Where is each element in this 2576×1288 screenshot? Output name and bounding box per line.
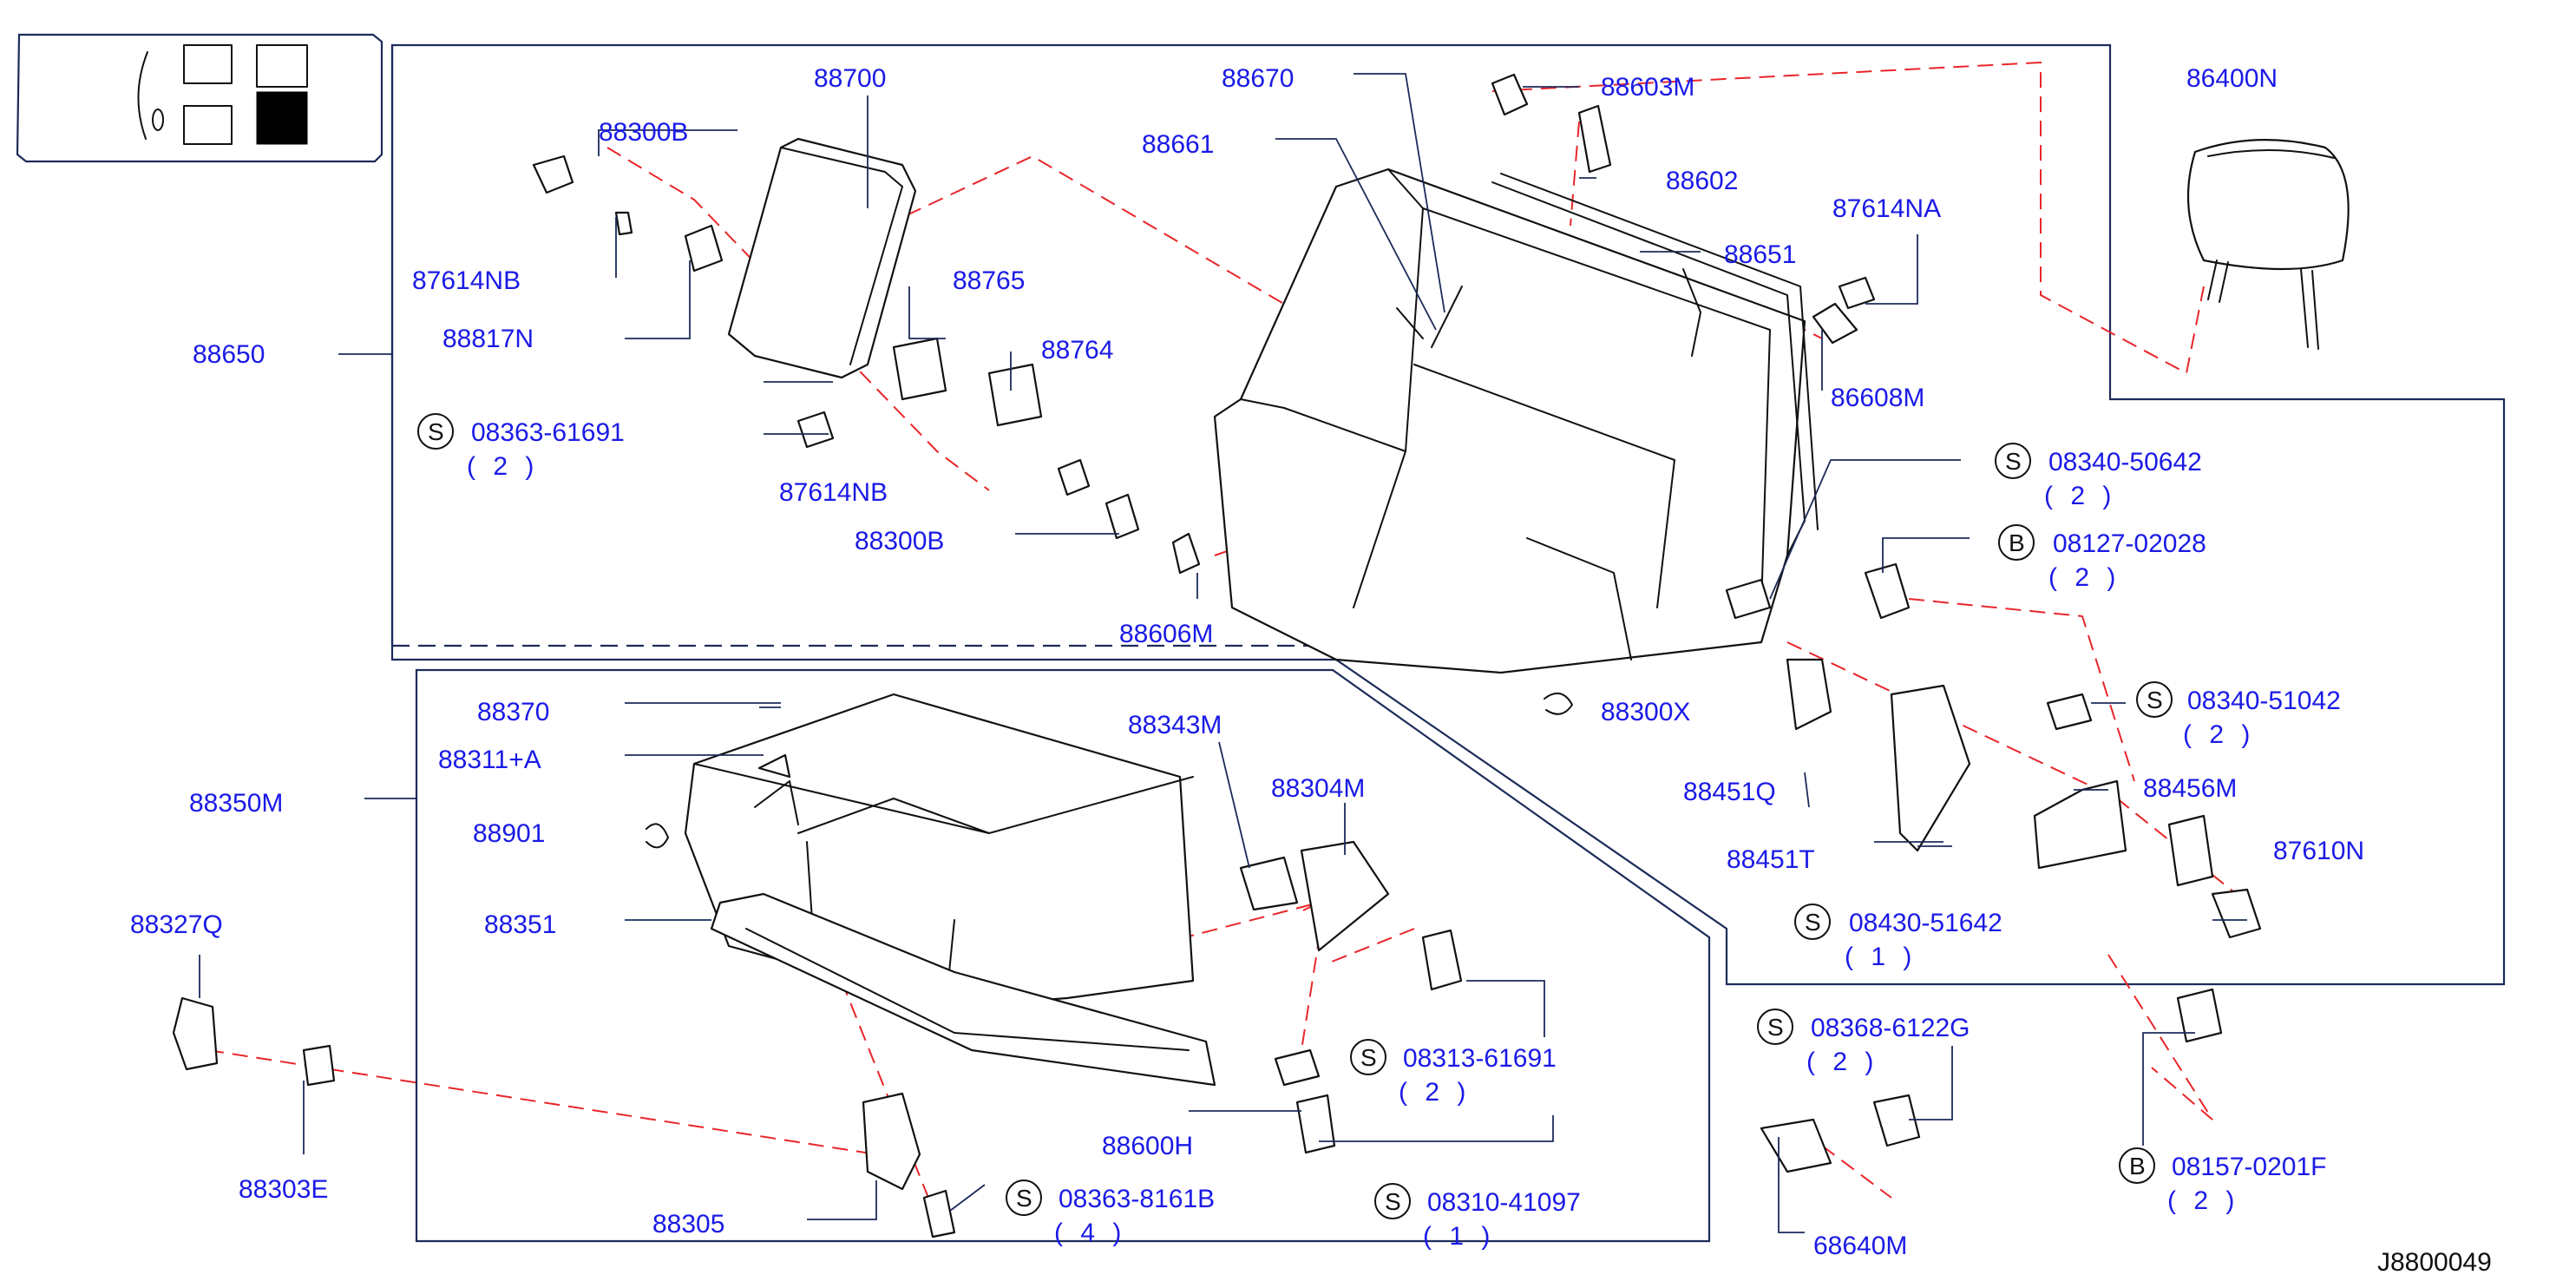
- svg-text:( 2 ): ( 2 ): [2183, 720, 2255, 749]
- label-88451T: 88451T: [1727, 845, 1815, 874]
- label-88343M: 88343M: [1128, 711, 1222, 739]
- label-86608M: 86608M: [1831, 384, 1924, 412]
- svg-text:08157-0201F: 08157-0201F: [2172, 1153, 2326, 1181]
- label-88650: 88650: [193, 340, 265, 369]
- svg-text:S: S: [1016, 1185, 1032, 1212]
- label-86400N: 86400N: [2186, 64, 2278, 93]
- label-88670: 88670: [1222, 64, 1294, 93]
- svg-text:S: S: [1767, 1014, 1784, 1041]
- label-88300X: 88300X: [1601, 698, 1690, 726]
- label-88300B-top: 88300B: [599, 118, 688, 147]
- svg-text:( 1 ): ( 1 ): [1423, 1222, 1495, 1251]
- svg-text:( 2 ): ( 2 ): [467, 452, 539, 481]
- callout-08363-8161B: S 08363-8161B ( 4 ): [1006, 1180, 1215, 1247]
- seatback-assembly: [1213, 168, 1819, 674]
- svg-text:( 2 ): ( 2 ): [1806, 1048, 1878, 1076]
- svg-text:S: S: [2005, 448, 2022, 475]
- part-88700-panel: [727, 137, 917, 379]
- label-88303E: 88303E: [239, 1175, 328, 1204]
- label-88456M: 88456M: [2143, 774, 2237, 803]
- part-labels: 88700 88300B 87614NB 88817N 88650 88765 …: [130, 64, 2364, 1260]
- label-88603M: 88603M: [1601, 73, 1694, 102]
- svg-text:B: B: [2009, 529, 2025, 556]
- svg-text:08340-50642: 08340-50642: [2048, 448, 2202, 476]
- locator-thumbnail: [16, 33, 383, 163]
- label-88351: 88351: [484, 910, 556, 939]
- seatback-group-frame: [338, 43, 2506, 986]
- callout-08340-50642: S 08340-50642 ( 2 ): [1995, 443, 2202, 510]
- callout-08363-61691: S 08363-61691 ( 2 ): [417, 413, 625, 481]
- label-88304M: 88304M: [1271, 774, 1365, 803]
- label-88370: 88370: [477, 698, 549, 726]
- label-88765: 88765: [953, 266, 1025, 295]
- svg-text:S: S: [1360, 1044, 1377, 1071]
- svg-text:( 2 ): ( 2 ): [2167, 1186, 2239, 1215]
- callout-08368-6122G: S 08368-6122G ( 2 ): [1757, 1009, 1970, 1076]
- label-87614NB-top: 87614NB: [412, 266, 521, 295]
- label-88764: 88764: [1041, 336, 1113, 365]
- label-87614NA: 87614NA: [1832, 194, 1941, 223]
- cushion-assembly: [684, 693, 1216, 1087]
- svg-text:08127-02028: 08127-02028: [2053, 529, 2206, 558]
- svg-text:08430-51642: 08430-51642: [1849, 909, 2002, 937]
- label-88311A: 88311+A: [438, 746, 541, 774]
- callout-08127-02028: B 08127-02028 ( 2 ): [1998, 524, 2206, 592]
- svg-text:( 4 ): ( 4 ): [1054, 1219, 1126, 1247]
- label-88600H: 88600H: [1102, 1132, 1193, 1160]
- svg-text:( 2 ): ( 2 ): [2044, 482, 2116, 510]
- label-68640M: 68640M: [1813, 1232, 1907, 1260]
- callout-08340-51042: S 08340-51042 ( 2 ): [2136, 681, 2341, 749]
- svg-text:B: B: [2129, 1153, 2146, 1180]
- label-88606M: 88606M: [1119, 620, 1213, 648]
- svg-text:08368-6122G: 08368-6122G: [1811, 1014, 1970, 1042]
- svg-text:08313-61691: 08313-61691: [1403, 1044, 1557, 1073]
- part-86400N-headrest: [2186, 139, 2350, 350]
- label-88700: 88700: [814, 64, 886, 93]
- svg-text:08363-61691: 08363-61691: [471, 418, 625, 447]
- label-88350M: 88350M: [189, 789, 283, 818]
- label-88602: 88602: [1666, 167, 1738, 195]
- cushion-fasteners: [172, 692, 1573, 1239]
- diagram-code: J8800049: [2377, 1248, 2492, 1277]
- label-88661: 88661: [1142, 130, 1214, 159]
- label-87610N: 87610N: [2273, 837, 2364, 865]
- svg-text:( 2 ): ( 2 ): [2048, 563, 2120, 592]
- cushion-group-frame: [364, 644, 1711, 1243]
- svg-text:08310-41097: 08310-41097: [1427, 1188, 1581, 1217]
- leader-lines: [199, 73, 2247, 1233]
- svg-text:08363-8161B: 08363-8161B: [1059, 1185, 1215, 1213]
- svg-text:( 1 ): ( 1 ): [1845, 943, 1917, 971]
- label-88300B-mid: 88300B: [855, 527, 944, 555]
- callout-08313-61691: S 08313-61691 ( 2 ): [1350, 1039, 1557, 1107]
- callout-08310-41097: S 08310-41097 ( 1 ): [1374, 1183, 1581, 1251]
- svg-text:08340-51042: 08340-51042: [2187, 687, 2341, 715]
- svg-text:S: S: [1805, 909, 1821, 936]
- svg-text:S: S: [1385, 1188, 1401, 1215]
- label-88817N: 88817N: [442, 325, 534, 353]
- fastener-callouts: S 08363-61691 ( 2 ) S 08340-50642 ( 2 ) …: [417, 413, 2341, 1251]
- fastener-parts: [532, 73, 2262, 1173]
- callout-08157-0201F: B 08157-0201F ( 2 ): [2119, 1147, 2326, 1215]
- svg-text:S: S: [428, 418, 444, 445]
- label-88305: 88305: [652, 1210, 724, 1239]
- label-88901: 88901: [473, 819, 545, 848]
- callout-08430-51642: S 08430-51642 ( 1 ): [1794, 904, 2002, 971]
- svg-text:( 2 ): ( 2 ): [1399, 1078, 1471, 1107]
- label-88451Q: 88451Q: [1683, 778, 1776, 806]
- label-88327Q: 88327Q: [130, 910, 223, 939]
- svg-text:S: S: [2147, 687, 2163, 713]
- label-88651: 88651: [1724, 240, 1796, 269]
- label-87614NB-mid: 87614NB: [779, 478, 888, 507]
